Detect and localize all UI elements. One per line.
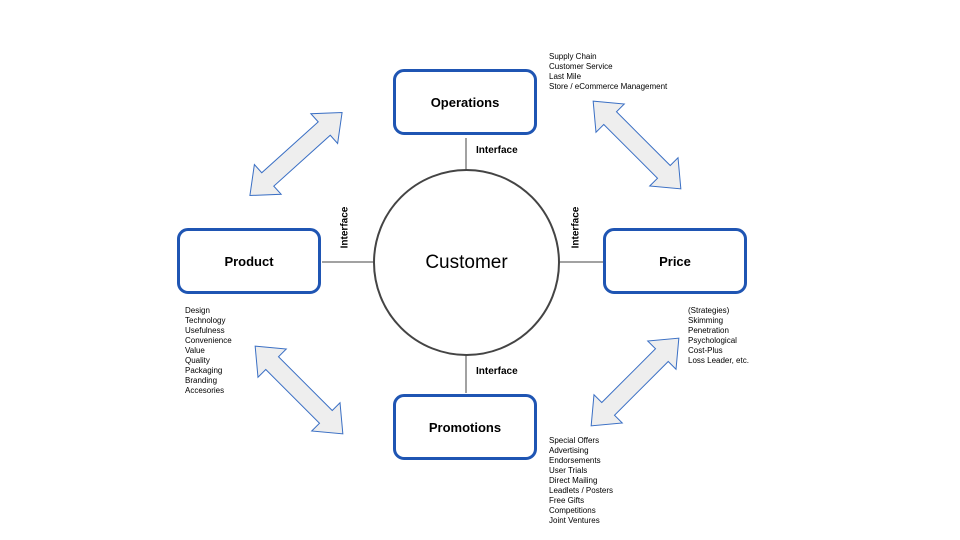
product-box: Product bbox=[177, 228, 321, 294]
list-item: Design bbox=[185, 306, 210, 315]
interface-label-bottom: Interface bbox=[476, 366, 518, 377]
list-item: Endorsements bbox=[549, 456, 601, 465]
list-item: Accesories bbox=[185, 386, 225, 395]
list-item: Direct Mailing bbox=[549, 476, 598, 485]
list-item: Customer Service bbox=[549, 62, 613, 71]
interface-label-left: Interface bbox=[339, 206, 351, 249]
list-item: Cost-Plus bbox=[688, 346, 723, 355]
list-item: Special Offers bbox=[549, 436, 600, 445]
list-item: Joint Ventures bbox=[549, 516, 600, 525]
list-item: Loss Leader, etc. bbox=[688, 356, 749, 365]
price-label: Price bbox=[659, 253, 691, 269]
list-item: Branding bbox=[185, 376, 218, 385]
list-item: Skimming bbox=[688, 316, 724, 325]
interface-label-right: Interface bbox=[570, 206, 582, 249]
list-item: Value bbox=[185, 346, 205, 355]
list-item: Psychological bbox=[688, 336, 737, 345]
product-label: Product bbox=[224, 253, 274, 269]
list-item: Packaging bbox=[185, 366, 223, 375]
promotions-notes: Special Offers Advertising Endorsements … bbox=[549, 436, 613, 526]
promotions-label: Promotions bbox=[428, 419, 502, 435]
promotions-box: Promotions bbox=[393, 394, 537, 460]
list-item: Convenience bbox=[185, 336, 232, 345]
customer-label: Customer bbox=[425, 251, 508, 273]
list-item: Advertising bbox=[549, 446, 589, 455]
list-item: Leadlets / Posters bbox=[549, 486, 614, 495]
double-arrow-icon bbox=[249, 111, 343, 197]
product-notes: Design Technology Usefulness Convenience… bbox=[185, 306, 232, 396]
list-item: (Strategies) bbox=[688, 306, 730, 315]
operations-notes: Supply Chain Customer Service Last Mile … bbox=[549, 52, 667, 92]
price-notes: (Strategies) Skimming Penetration Psycho… bbox=[688, 306, 749, 366]
list-item: Last Mile bbox=[549, 72, 582, 81]
interface-label-top: Interface bbox=[476, 145, 518, 156]
list-item: Competitions bbox=[549, 506, 596, 515]
double-arrow-icon bbox=[590, 337, 680, 427]
operations-box: Operations bbox=[393, 69, 537, 135]
list-item: User Trials bbox=[549, 466, 588, 475]
list-item: Supply Chain bbox=[549, 52, 597, 61]
list-item: Penetration bbox=[688, 326, 729, 335]
operations-label: Operations bbox=[430, 94, 500, 110]
list-item: Free Gifts bbox=[549, 496, 585, 505]
list-item: Store / eCommerce Management bbox=[549, 82, 668, 91]
list-item: Quality bbox=[185, 356, 210, 365]
customer-circle: Customer bbox=[373, 169, 560, 356]
list-item: Technology bbox=[185, 316, 226, 325]
double-arrow-icon bbox=[254, 345, 344, 435]
price-box: Price bbox=[603, 228, 747, 294]
double-arrow-icon bbox=[592, 100, 682, 190]
list-item: Usefulness bbox=[185, 326, 225, 335]
